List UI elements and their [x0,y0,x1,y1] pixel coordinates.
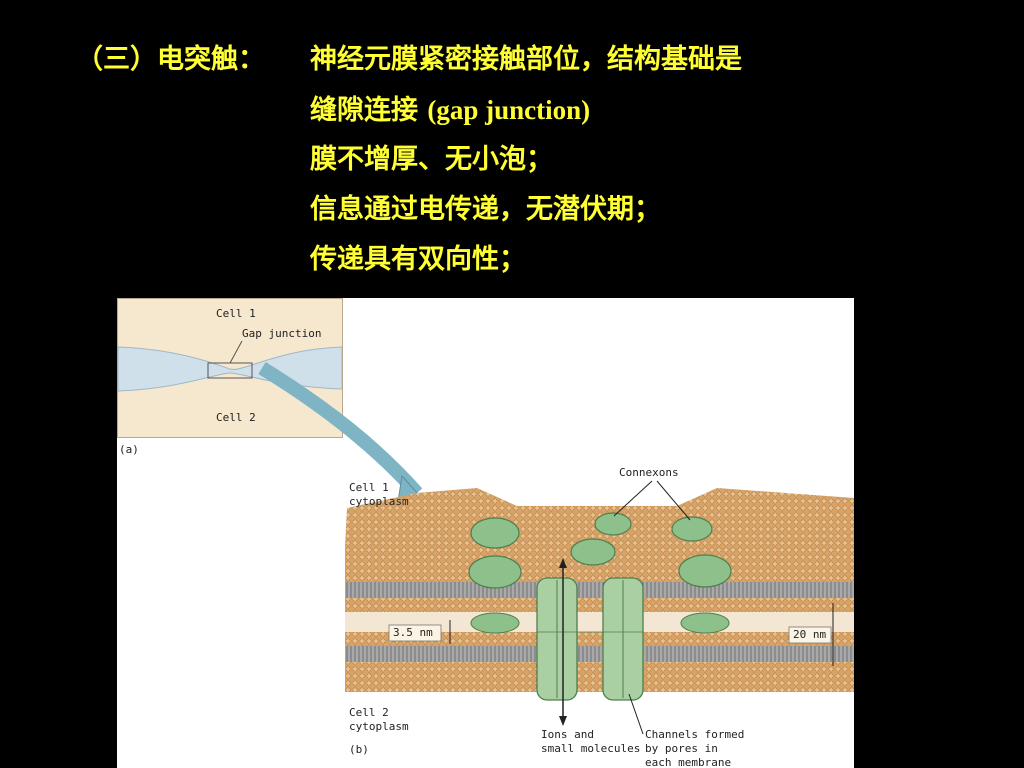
inset-gap-junction-label: Gap junction [242,327,322,340]
ion-flow-arrow-up [559,558,567,568]
membrane-illustration [258,362,854,735]
channel-group [536,577,644,701]
text-line-3-cjk: 膜不增厚、无小泡； [310,144,553,175]
inset-cell1-label: Cell 1 [216,307,256,320]
connexon [680,612,730,634]
inset-diagram: Cell 1 Gap junction Cell 2 [117,298,343,438]
panel-b-label: (b) [349,743,369,756]
lower-membrane-heads [345,662,854,692]
connexon [678,554,732,588]
cell2-cytoplasm-label-2: cytoplasm [349,720,409,733]
text-line-1: 神经元膜紧密接触部位，结构基础是 [310,35,742,85]
text-line-1-cjk: 神经元膜紧密接触部位，结构基础是 [310,44,742,75]
lower-membrane-inner-heads [345,632,854,646]
channels-label-3: each membrane [645,756,732,768]
connexon [594,512,632,536]
text-line-2-cjk: 缝隙连接 [310,95,428,126]
connexon-pointer [656,480,691,521]
zoom-arrow [258,362,423,498]
connexon-pointer [613,480,653,517]
panel-a-label: (a) [119,443,139,456]
text-line-3: 膜不增厚、无小泡； [310,135,553,185]
gap-junction-figure: Cell 1 Gap junction Cell 2 (a) [117,298,854,768]
connexon [570,538,616,566]
connexon [671,516,713,542]
lower-membrane-tails [345,646,854,662]
ion-flow-arrow-down [559,716,567,726]
text-line-2-latin: (gap junction) [427,95,591,125]
slide-heading: （三）电突触： [76,44,265,75]
inset-cell2-label: Cell 2 [216,411,256,424]
channel-pointer [628,693,644,735]
channels-label-2: by pores in [645,742,718,755]
text-line-4: 信息通过电传递，无潜伏期； [310,185,661,235]
connexon-group [468,512,732,634]
text-line-2: 缝隙连接 (gap junction) [310,85,590,136]
inset-pointer-line [229,340,243,364]
text-line-4-cjk: 信息通过电传递，无潜伏期； [310,194,661,225]
ions-label-2: small molecules [541,742,641,755]
cell1-cytoplasm-label-1: Cell 1 [349,481,389,494]
total-width-label: 20 nm [793,628,827,641]
gap-width-label: 3.5 nm [393,626,433,639]
gap-width-box [388,624,442,642]
upper-membrane-inner-heads [345,598,854,612]
connexon [468,555,522,589]
connexon [470,612,520,634]
text-line-5-cjk: 传递具有双向性； [310,244,526,275]
cell2-cytoplasm-label-1: Cell 2 [349,706,389,719]
cell1-cytoplasm-label-2: cytoplasm [349,495,409,508]
total-width-box [788,626,832,644]
connexons-label: Connexons [619,466,679,479]
upper-membrane-tails [345,582,854,598]
ions-label-1: Ions and [541,728,594,741]
text-line-5: 传递具有双向性； [310,235,526,285]
connexon [470,517,520,549]
channels-label-1: Channels formed [645,728,745,741]
